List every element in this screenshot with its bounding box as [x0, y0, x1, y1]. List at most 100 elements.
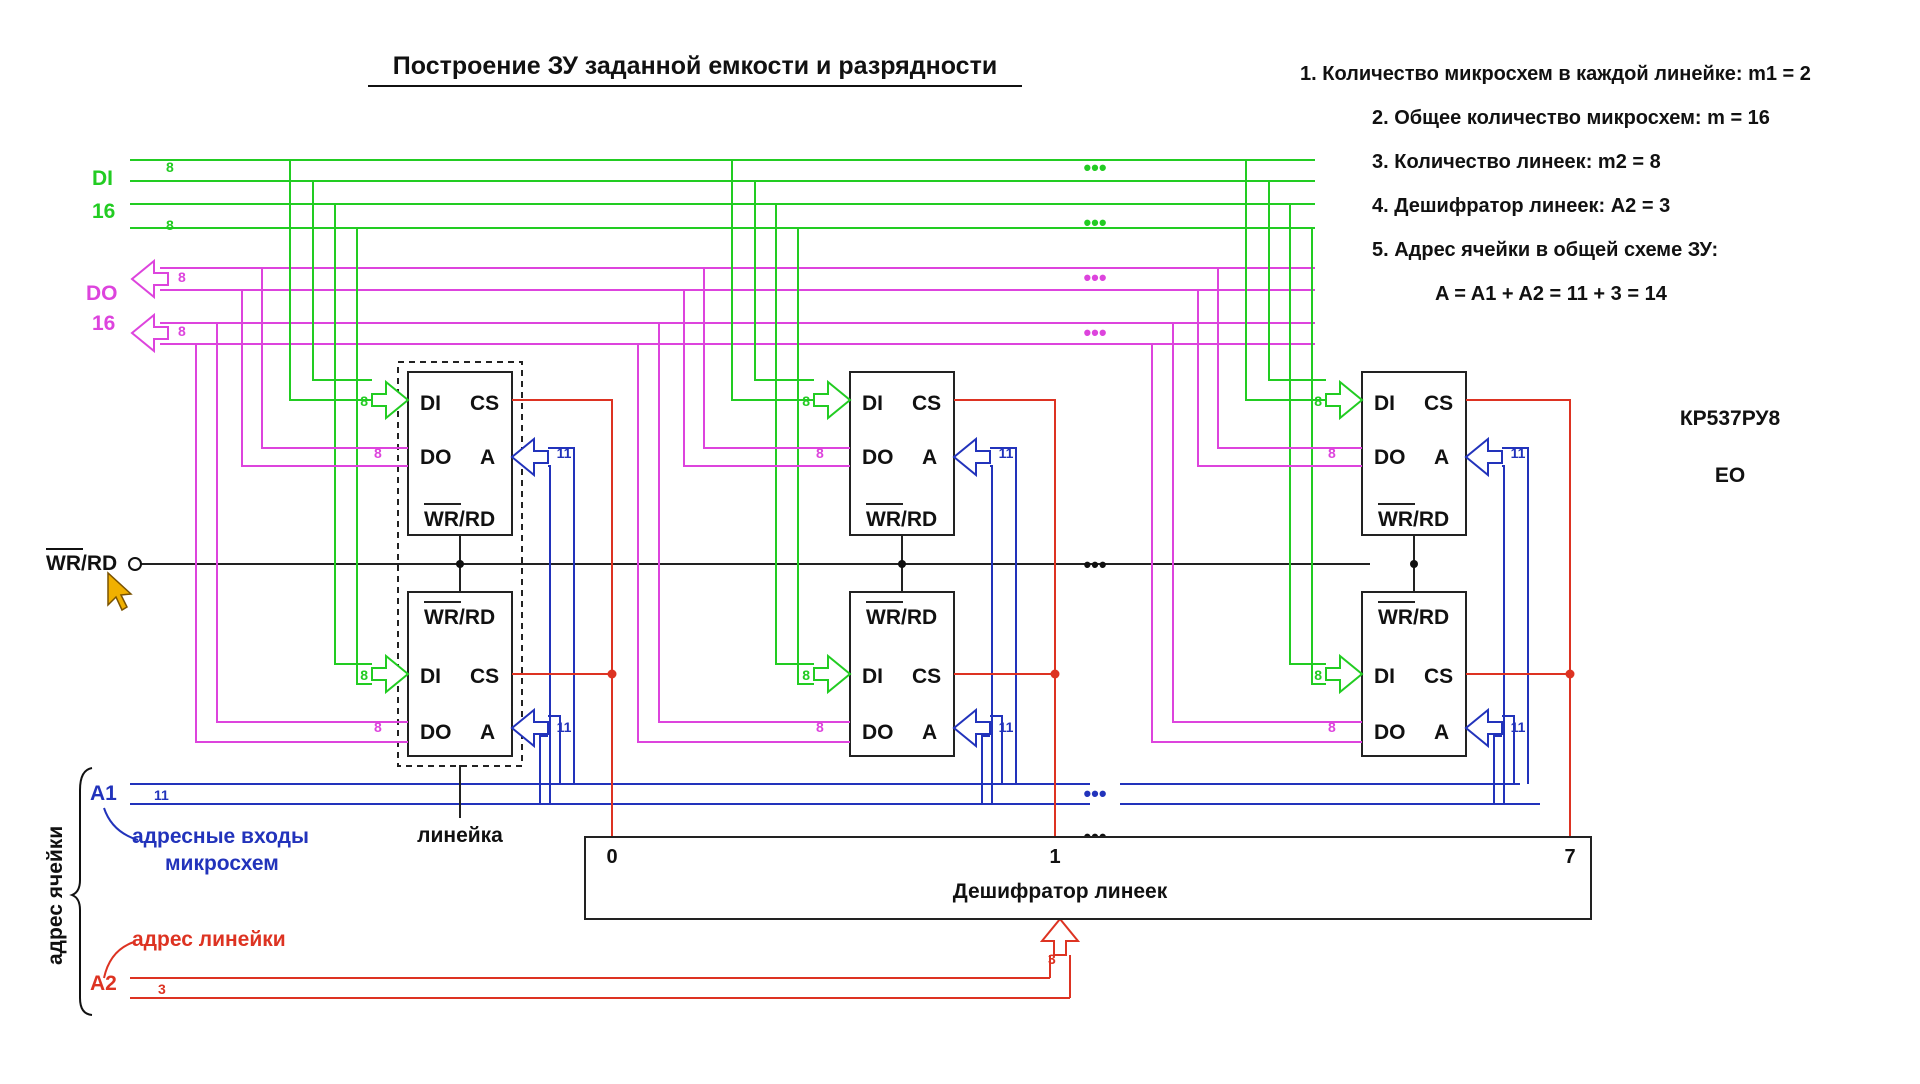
col-2-upper-cs-wire: [954, 399, 1056, 837]
a2-bus-width: 3: [158, 981, 166, 997]
col-8-lower-a-arrow: [1464, 707, 1503, 749]
col-1-lower-pin-do: DO: [420, 721, 452, 744]
col-1-upper-di-wire-1: [289, 160, 372, 401]
mouse-cursor-icon: [107, 571, 133, 612]
col-1-lower-di-wire-2: [356, 228, 372, 685]
chip-type-label-2: ЕО: [1715, 464, 1745, 487]
decoder-output-7: 7: [1564, 846, 1575, 868]
address-inputs-label-2: микросхем: [165, 852, 279, 875]
di-bus-width-hi: 8: [166, 159, 174, 175]
col-8-upper-pin-wr: WR/RD: [1378, 508, 1449, 531]
col-8-upper-pin-cs: CS: [1424, 392, 1453, 415]
row-label: линейка: [417, 824, 503, 847]
di-bus-width: 16: [92, 200, 115, 223]
col-8-lower-pin-wr-a: WR: [1378, 606, 1413, 629]
note-1: 1. Количество микросхем в каждой линейке…: [1300, 63, 1811, 85]
col-1-upper-pin-wr: WR/RD: [424, 508, 495, 531]
col-8-upper-a-wire-2: [1502, 465, 1505, 804]
col-1-lower-pin-di: DI: [420, 665, 441, 688]
col-2-lower-a-arrow: [952, 707, 991, 749]
col-1-upper-pin-do: DO: [420, 446, 452, 469]
wr-rd-label-wr: WR: [46, 552, 81, 575]
col-2-lower-do-width: 8: [816, 719, 824, 735]
di-bus-label: DI: [92, 167, 113, 190]
do-bus-arrow-1: [130, 258, 169, 300]
di-ellipsis-1: •••: [1083, 155, 1106, 180]
do-bus-arrow-2: [130, 312, 169, 354]
col-1-lower-di-arrow: [371, 653, 410, 695]
col-2-upper-a-wire-2: [990, 465, 993, 804]
col-2-lower-pin-wr: WR/RD: [866, 606, 937, 629]
col-2-upper-di-wire-1: [731, 160, 814, 401]
di-ellipsis-2: •••: [1083, 210, 1106, 235]
col-2-upper-pin-cs: CS: [912, 392, 941, 415]
note-4: 4. Дешифратор линеек: A2 = 3: [1372, 195, 1670, 217]
schematic-wiring: [130, 159, 1575, 999]
col-2-upper-di-arrow: [813, 379, 852, 421]
col-2-upper-a-arrow: [952, 436, 991, 478]
col-1-cs-node: [607, 669, 617, 679]
col-2-upper-pin-wr-b: /RD: [901, 508, 937, 531]
col-8-upper-pin-a: A: [1434, 446, 1449, 469]
col-1-lower-pin-wr-b: /RD: [459, 606, 495, 629]
col-2-upper-do-width: 8: [816, 445, 824, 461]
col-8-upper-di-width: 8: [1314, 393, 1322, 409]
col-8-lower-di-width: 8: [1314, 667, 1322, 683]
note-6: A = A1 + A2 = 11 + 3 = 14: [1435, 283, 1668, 305]
col-8-lower-a-width: 11: [1511, 719, 1526, 735]
col-2-cs-node: [1050, 669, 1060, 679]
col-1-upper-di-arrow: [371, 379, 410, 421]
col-1-upper-pin-wr-b: /RD: [459, 508, 495, 531]
decoder-input-width: 3: [1048, 951, 1056, 967]
col-1-upper-a-wire-2: [548, 465, 551, 804]
di-bus-width-lo: 8: [166, 217, 174, 233]
col-2-upper-pin-di: DI: [862, 392, 883, 415]
col-1-lower-pin-a: A: [480, 721, 495, 744]
col-1-wr-rd-node: [456, 560, 464, 568]
col-2-lower-di-wire-1: [775, 204, 814, 665]
col-1-lower-do-width: 8: [374, 719, 382, 735]
col-1-lower-do-wire-2: [195, 344, 408, 743]
row-address-label: адрес линейки: [132, 928, 286, 951]
col-8-lower-pin-di: DI: [1374, 665, 1395, 688]
do-bus-width-lo: 8: [178, 323, 186, 339]
note-5: 5. Адрес ячейки в общей схеме ЗУ:: [1372, 239, 1718, 261]
col-8-upper-do-wire-2: [1197, 290, 1362, 467]
col-8-upper-di-wire-1: [1245, 160, 1326, 401]
col-2-lower-a-wire-1: [990, 715, 1003, 784]
col-2-upper-do-wire-1: [703, 268, 850, 449]
col-8-upper-di-arrow: [1325, 379, 1364, 421]
col-1-upper-a-width: 11: [557, 445, 572, 461]
col-2-lower-do-wire-1: [658, 323, 850, 723]
col-2-upper-pin-wr-a: WR: [866, 508, 901, 531]
col-1-upper-pin-cs: CS: [470, 392, 499, 415]
col-8-lower-di-arrow: [1325, 653, 1364, 695]
col-2-lower-di-wire-2: [797, 228, 814, 685]
col-1-upper-pin-wr-a: WR: [424, 508, 459, 531]
address-inputs-leader: [103, 807, 139, 841]
col-8-lower-pin-wr: WR/RD: [1378, 606, 1449, 629]
schematic-labels: 8888•••••••••••••••11•••33••••••DICSDOAW…: [154, 155, 1526, 997]
col-1-lower-di-width: 8: [360, 667, 368, 683]
col-2-upper-a-wire-1: [990, 447, 1017, 784]
row-address-leader: [103, 941, 135, 979]
do-ellipsis-1: •••: [1083, 265, 1106, 290]
col-2-lower-pin-a: A: [922, 721, 937, 744]
col-1-lower-a-wire-1: [548, 715, 561, 784]
col-1-lower-di-wire-1: [334, 204, 372, 665]
col-8-lower-do-wire-1: [1172, 323, 1362, 723]
wr-rd-label: WR/RD: [46, 552, 117, 575]
do-ellipsis-2: •••: [1083, 320, 1106, 345]
col-8-lower-do-width: 8: [1328, 719, 1336, 735]
col-8-lower-a-wire-1: [1502, 715, 1515, 784]
note-3: 3. Количество линеек: m2 = 8: [1372, 151, 1661, 173]
decoder-output-1: 1: [1049, 846, 1060, 868]
col-2-upper-a-width: 11: [999, 445, 1014, 461]
a1-ellipsis: •••: [1083, 781, 1106, 806]
col-2-lower-do-wire-2: [637, 344, 850, 743]
col-8-lower-di-wire-1: [1289, 204, 1326, 665]
wr-rd-input-terminal[interactable]: [128, 557, 142, 571]
wr-rd-ellipsis: •••: [1083, 552, 1106, 577]
